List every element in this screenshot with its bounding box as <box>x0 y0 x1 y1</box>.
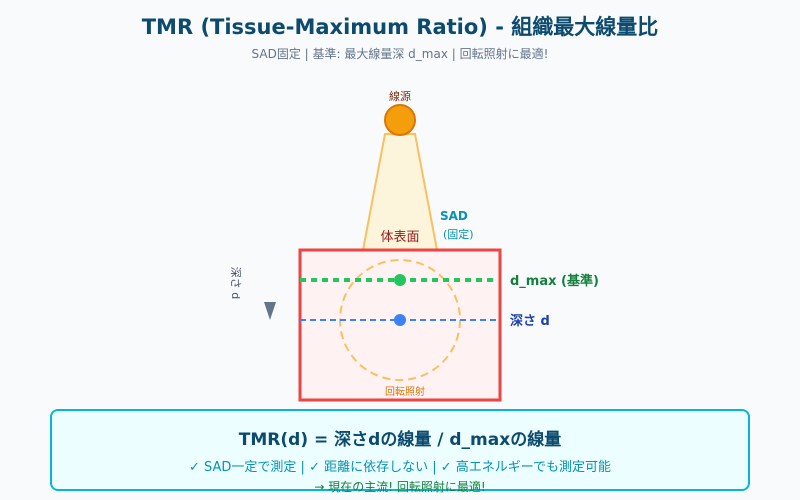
sad-label: SAD <box>440 209 468 223</box>
depth-arrow-icon <box>264 302 276 320</box>
depth-axis-label: 深さ d <box>229 267 242 299</box>
formula-box: TMR(d) = 深さdの線量 / d_maxの線量 ✓ SAD一定で測定 | … <box>50 409 750 494</box>
source-label: 線源 <box>389 89 411 103</box>
surface-label: 体表面 <box>380 230 419 245</box>
formula: TMR(d) = 深さdの線量 / d_maxの線量 <box>238 430 562 450</box>
rotation-label: 回転照射 <box>385 386 425 398</box>
page-subtitle: SAD固定 | 基準: 最大線量深 d_max | 回転照射に最適! <box>252 46 549 61</box>
features: ✓ SAD一定で測定 | ✓ 距離に依存しない | ✓ 高エネルギーでも測定可能 <box>189 460 611 475</box>
depth-label: 深さ d <box>510 313 550 329</box>
conclusion: → 現在の主流! 回転照射に最適! <box>314 480 486 494</box>
dmax-label: d_max (基準) <box>510 273 599 289</box>
page-title: TMR (Tissue-Maximum Ratio) - 組織最大線量比 <box>142 15 659 39</box>
dmax-point <box>394 274 406 286</box>
radiation-source <box>384 104 416 136</box>
sad-note: (固定) <box>443 227 474 241</box>
depth-point <box>394 314 406 326</box>
